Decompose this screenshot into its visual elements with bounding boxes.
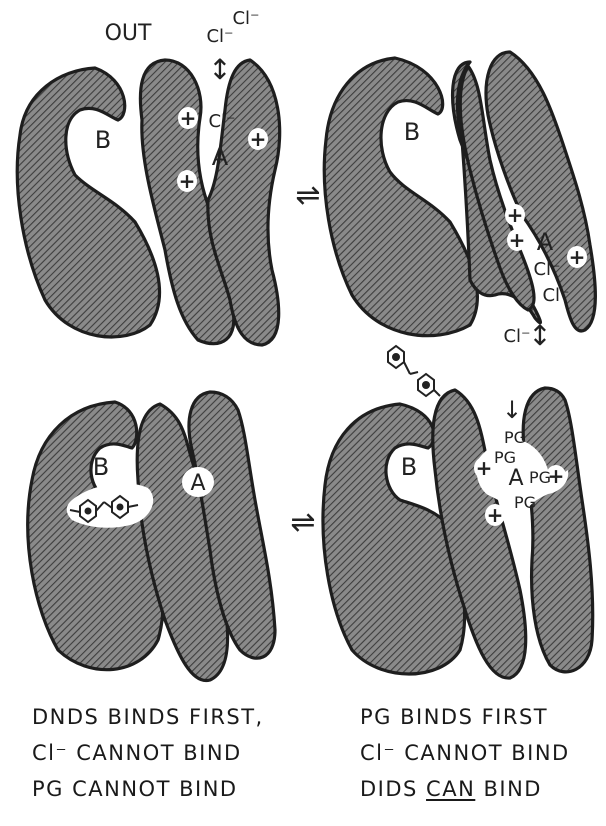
plus-sign: + xyxy=(250,127,267,151)
equilibrium-arrows-icon: ⇌ xyxy=(290,505,315,540)
site-label-b: B xyxy=(93,453,109,481)
site-label-a: A xyxy=(508,466,523,491)
caption-right-line3-emph: CAN xyxy=(426,777,475,801)
chloride-label: Cl⁻ xyxy=(503,326,530,347)
updown-arrow-icon: ↕ xyxy=(208,53,231,86)
chloride-label: Cl⁻ xyxy=(542,285,569,306)
site-label-a: A xyxy=(212,143,229,171)
chloride-label: Cl⁻ xyxy=(232,8,259,29)
caption-right-line1: PG BINDS FIRST xyxy=(360,707,548,728)
site-label-a: A xyxy=(537,228,554,256)
dids-molecule-icon xyxy=(388,346,440,396)
caption-left-line3: PG CANNOT BIND xyxy=(32,779,238,800)
pg-label: PG xyxy=(494,448,516,467)
caption-right-line3: DIDS CAN BIND xyxy=(360,779,542,800)
panel-top-left: + + + B A Cl⁻ OUT Cl⁻ Cl⁻ ↕ xyxy=(17,8,279,345)
equilibrium-arrows-icon: ⇌ xyxy=(295,178,320,213)
chloride-label: Cl⁻ xyxy=(533,259,560,280)
out-label: OUT xyxy=(105,21,152,46)
chloride-label: Cl⁻ xyxy=(208,111,235,132)
plus-sign: + xyxy=(179,169,196,193)
panel-bottom-left: B A xyxy=(28,392,275,681)
chloride-label: Cl⁻ xyxy=(206,26,233,47)
caption-left-line1: DNDS BINDS FIRST, xyxy=(32,707,264,728)
plus-sign: + xyxy=(487,503,504,527)
caption-left-line2: Cl⁻ CANNOT BIND xyxy=(32,743,242,764)
pg-label: PG xyxy=(529,468,551,487)
subunit-right xyxy=(523,388,593,672)
plus-sign: + xyxy=(509,228,526,252)
site-label-b: B xyxy=(404,118,420,146)
plus-sign: + xyxy=(507,203,524,227)
down-arrow-icon: ↓ xyxy=(502,396,522,424)
pg-label: PG xyxy=(514,493,536,512)
site-label-a: A xyxy=(190,471,205,496)
caption-right-line3-post: BIND xyxy=(475,777,542,801)
site-label-b: B xyxy=(95,126,111,154)
plus-sign: + xyxy=(180,106,197,130)
subunit-b xyxy=(17,68,159,337)
updown-arrow-icon: ↕ xyxy=(528,319,551,352)
panel-bottom-right: + + + B A PG PG PG PG ↓ xyxy=(323,346,593,678)
caption-right-line3-pre: DIDS xyxy=(360,777,426,801)
plus-sign: + xyxy=(569,245,586,269)
pg-label: PG xyxy=(504,428,526,447)
panel-top-right: + + + B A Cl⁻ Cl⁻ Cl⁻ ↕ xyxy=(324,52,595,352)
site-label-b: B xyxy=(401,453,417,481)
plus-sign: + xyxy=(476,456,493,480)
caption-right-line2: Cl⁻ CANNOT BIND xyxy=(360,743,570,764)
